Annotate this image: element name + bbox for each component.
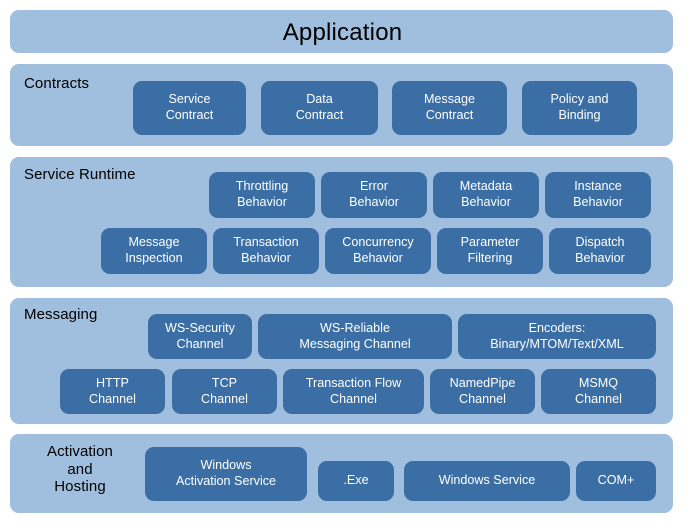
contract-box-data[interactable]: Data Contract (261, 81, 378, 135)
service-runtime-box-throttling-behavior[interactable]: Throttling Behavior (209, 172, 315, 218)
messaging-layer-label: Messaging (24, 306, 98, 323)
messaging-box-tcp-channel[interactable]: TCP Channel (172, 369, 277, 414)
service-runtime-box-message-inspection[interactable]: Message Inspection (101, 228, 207, 274)
contract-box-message[interactable]: Message Contract (392, 81, 507, 135)
messaging-box-ws-security-channel[interactable]: WS-Security Channel (148, 314, 252, 359)
application-title: Application (282, 19, 403, 46)
hosting-box-windows-activation-service[interactable]: Windows Activation Service (145, 447, 307, 501)
hosting-box-windows-service[interactable]: Windows Service (404, 461, 570, 501)
messaging-box-namedpipe-channel[interactable]: NamedPipe Channel (430, 369, 535, 414)
contract-box-service[interactable]: Service Contract (133, 81, 246, 135)
service-runtime-box-transaction-behavior[interactable]: Transaction Behavior (213, 228, 319, 274)
messaging-box-http-channel[interactable]: HTTP Channel (60, 369, 165, 414)
service-runtime-box-instance-behavior[interactable]: Instance Behavior (545, 172, 651, 218)
service-runtime-box-concurrency-behavior[interactable]: Concurrency Behavior (325, 228, 431, 274)
messaging-box-encoders[interactable]: Encoders: Binary/MTOM/Text/XML (458, 314, 656, 359)
messaging-box-msmq-channel[interactable]: MSMQ Channel (541, 369, 656, 414)
messaging-box-transaction-flow-channel[interactable]: Transaction Flow Channel (283, 369, 424, 414)
hosting-box-com-plus[interactable]: COM+ (576, 461, 656, 501)
service-runtime-box-dispatch-behavior[interactable]: Dispatch Behavior (549, 228, 651, 274)
contract-box-policy-and-binding[interactable]: Policy and Binding (522, 81, 637, 135)
service-runtime-box-metadata-behavior[interactable]: Metadata Behavior (433, 172, 539, 218)
messaging-box-ws-reliable-messaging-channel[interactable]: WS-Reliable Messaging Channel (258, 314, 452, 359)
contracts-layer-label: Contracts (24, 75, 90, 92)
hosting-box-exe[interactable]: .Exe (318, 461, 394, 501)
service-runtime-box-parameter-filtering[interactable]: Parameter Filtering (437, 228, 543, 274)
service-runtime-layer-label: Service Runtime (24, 166, 136, 183)
application-layer-band (10, 10, 673, 53)
service-runtime-box-error-behavior[interactable]: Error Behavior (321, 172, 427, 218)
activation-hosting-layer-label: Activation and Hosting (46, 443, 114, 496)
